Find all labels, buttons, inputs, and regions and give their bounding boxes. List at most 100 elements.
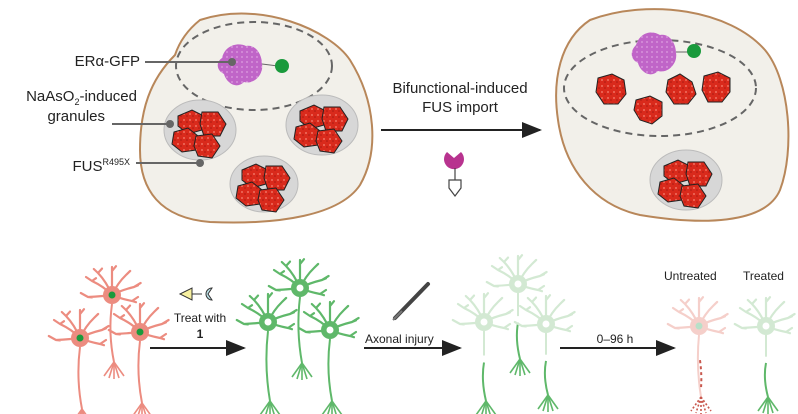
axon (265, 330, 271, 402)
axon-terminal (81, 408, 85, 414)
fus-label: FUSR495X (40, 154, 130, 175)
fus-base: FUS (72, 158, 103, 175)
right-cell (555, 8, 790, 222)
granules-label-line2: granules (47, 108, 105, 125)
degenerated-axon (699, 359, 703, 389)
axon-terminal (113, 361, 120, 379)
er-gfp-label: ERα-GFP (74, 53, 140, 70)
cell-membrane (138, 12, 374, 224)
bifunctional-molecule-icon (444, 152, 465, 197)
time-label: 0–96 h (596, 332, 634, 346)
axon-terminal (137, 402, 143, 414)
axon-terminal (767, 396, 779, 412)
axon-terminal (331, 400, 337, 414)
axon-terminal (296, 362, 303, 380)
cell-membrane (555, 8, 790, 222)
granules-prefix: NaAsO (26, 88, 75, 105)
axon (137, 340, 143, 404)
axon-terminal (519, 358, 531, 374)
left-cell (112, 12, 374, 224)
granule-cluster (649, 149, 723, 211)
axon-terminal (301, 362, 313, 378)
axon-terminal (700, 396, 712, 412)
fus-monomer (595, 73, 627, 105)
neuron-injured (485, 254, 548, 376)
gfp-icon (687, 44, 701, 58)
fus-monomer (701, 71, 731, 103)
axon (327, 338, 333, 402)
leader-dot (228, 58, 236, 66)
axon-terminal (547, 394, 559, 410)
axon-terminal (514, 358, 521, 376)
axon-terminal (537, 394, 549, 410)
axon-distal (481, 362, 487, 402)
axon-terminal (481, 400, 487, 414)
axon-terminal (269, 400, 281, 414)
leader-dot (166, 120, 174, 128)
leader-dot (196, 159, 204, 167)
axon-terminal (77, 408, 83, 414)
neuron-untreated-degenerated (666, 296, 729, 414)
nucleus (264, 318, 272, 326)
neuron-untreated (47, 308, 110, 414)
axon-terminal (291, 362, 303, 378)
axon-terminal (79, 408, 83, 414)
gfp-icon (275, 59, 289, 73)
treated-label: Treated (743, 269, 784, 283)
axon-terminal (695, 396, 702, 414)
er-alpha-protein (217, 44, 263, 86)
neuron-treated (267, 258, 330, 380)
import-label-line1: Bifunctional-induced (392, 80, 528, 97)
nucleus (762, 322, 770, 330)
axon (109, 303, 115, 363)
axon-terminal (108, 361, 115, 379)
granule-cluster (285, 94, 359, 156)
neuron-treated (235, 292, 298, 414)
axon (696, 334, 702, 398)
untreated-label: Untreated (664, 269, 717, 283)
granules-label-line1: NaAsO2-induced (0, 88, 137, 111)
axon-terminal (269, 400, 275, 414)
nucleus-boundary (175, 21, 333, 111)
er-alpha-protein (631, 32, 677, 75)
axon-terminal (485, 400, 491, 414)
nucleus (296, 284, 304, 292)
axon-terminal (141, 402, 151, 414)
axon-terminal (265, 400, 271, 414)
neuron-treated (297, 300, 360, 414)
nucleus (76, 334, 84, 342)
axon-distal (763, 362, 769, 398)
nucleus (136, 328, 144, 336)
axon-terminal (767, 396, 774, 414)
fus-monomer (633, 95, 663, 125)
axon-terminal (301, 362, 308, 380)
fus-monomer (665, 73, 697, 105)
axon (297, 296, 303, 364)
axon-terminal (690, 396, 702, 412)
axon-terminal (259, 400, 271, 414)
axon-terminal (700, 396, 707, 414)
neuron-untreated (79, 265, 142, 379)
fus-superscript: R495X (102, 157, 130, 167)
axon-terminal (331, 400, 343, 414)
axon-distal (515, 322, 521, 360)
axon-terminal (81, 408, 87, 414)
nucleus (326, 326, 334, 334)
neuron-injured (513, 294, 576, 412)
axon-terminal (475, 400, 487, 414)
granules-suffix: -induced (79, 88, 137, 105)
axon-terminal (141, 402, 147, 414)
axon-distal (543, 360, 549, 396)
neuron-treated-protected (733, 296, 796, 414)
compound-1-icon (178, 287, 213, 301)
axon-terminal (762, 396, 769, 414)
import-label-line2: FUS import (422, 99, 498, 116)
treat-label: Treat with (173, 311, 227, 325)
axon-terminal (113, 361, 125, 377)
scalpel-icon (392, 282, 430, 321)
axon-terminal (133, 402, 143, 414)
neuron-injured (451, 292, 514, 414)
compound-number: 1 (196, 327, 204, 341)
axon-terminal (103, 361, 115, 377)
